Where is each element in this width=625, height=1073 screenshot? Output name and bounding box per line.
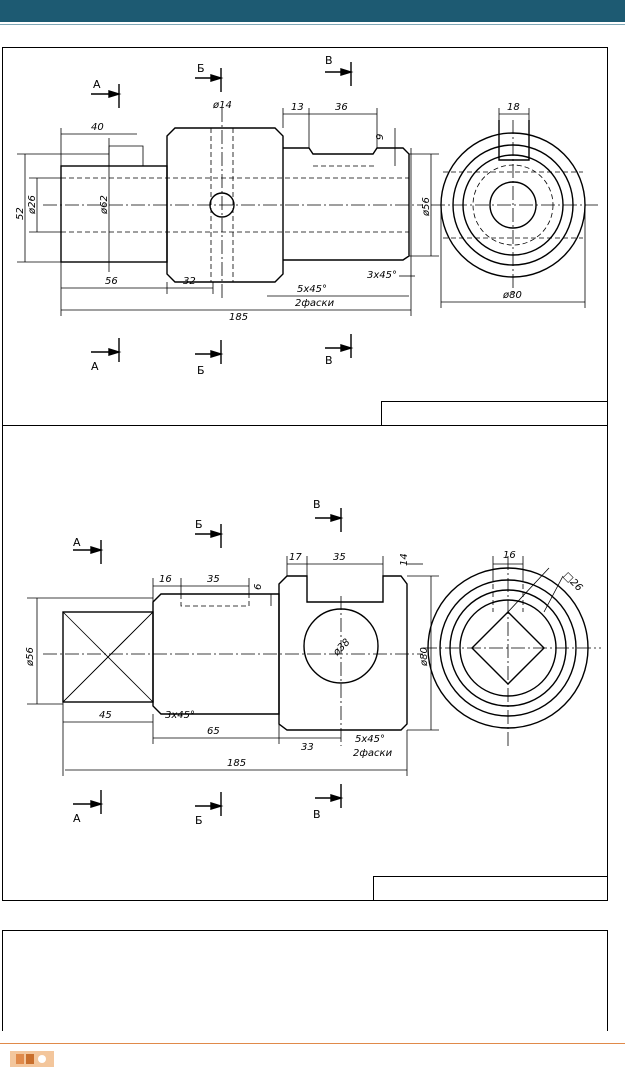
- dim2-chamfers: 2фаски: [353, 748, 393, 759]
- title-block-1: [381, 401, 608, 426]
- dim2-65: 65: [207, 726, 220, 737]
- dim2-35a: 35: [333, 552, 346, 563]
- dim2-17: 17: [289, 552, 302, 563]
- dim-d62: ø62: [99, 195, 110, 215]
- technical-drawing-1: А Б В А Б В ø14 13 36 40 18 9 52 ø26 ø62…: [15, 54, 598, 377]
- drawing-frame-1: А Б В А Б В ø14 13 36 40 18 9 52 ø26 ø62…: [2, 47, 608, 427]
- dim-18: 18: [507, 102, 520, 113]
- dim-d26: ø26: [27, 195, 38, 215]
- dim-5x45: 5x45°: [297, 284, 327, 295]
- title-block-2: [373, 876, 608, 901]
- dim2-16a: 16: [159, 574, 172, 585]
- dim2-45: 45: [99, 710, 112, 721]
- dim2-14: 14: [399, 553, 410, 566]
- section-label-b: Б: [197, 62, 205, 75]
- dim-13: 13: [291, 102, 304, 113]
- section2-label-v: В: [313, 498, 321, 511]
- dim2-d80: ø80: [419, 647, 430, 667]
- dim-56: 56: [105, 276, 118, 287]
- dim2-16b: 16: [503, 550, 516, 561]
- technical-drawing-2: А Б В А Б В 17 35 14 16 16 35 6 □26 ø56 …: [25, 498, 601, 827]
- dim-32: 32: [183, 276, 196, 287]
- dim-3x45: 3x45°: [367, 270, 397, 281]
- dim2-3x45: 3x45°: [165, 710, 195, 721]
- dim2-d56: ø56: [25, 647, 36, 667]
- dim-52: 52: [15, 207, 26, 220]
- book-logo-icon: [10, 1049, 54, 1069]
- footer-rule: [0, 1043, 625, 1044]
- dim-d80: ø80: [502, 290, 522, 301]
- dim-chamfers: 2фаски: [295, 298, 335, 309]
- dim2-35b: 35: [207, 574, 220, 585]
- section-label-a-bottom: А: [91, 360, 99, 373]
- section2-label-a: А: [73, 536, 81, 549]
- drawing-frame-3: [2, 930, 608, 1031]
- header-bar: [0, 0, 625, 22]
- section-label-b-bottom: Б: [197, 364, 205, 377]
- dim2-5x45: 5x45°: [355, 734, 385, 745]
- dim2-33: 33: [301, 742, 314, 753]
- dim2-185: 185: [227, 758, 246, 769]
- section2-label-a-bottom: А: [73, 812, 81, 825]
- section2-label-b: Б: [195, 518, 203, 531]
- drawing-frame-2: А Б В А Б В 17 35 14 16 16 35 6 □26 ø56 …: [2, 425, 608, 901]
- dim-d14: ø14: [212, 100, 232, 111]
- section-label-v-bottom: В: [325, 354, 333, 367]
- section2-label-v-bottom: В: [313, 808, 321, 821]
- header-rule: [0, 24, 625, 25]
- dim2-6: 6: [253, 584, 264, 590]
- dim2-d38: ø38: [331, 637, 353, 659]
- section2-label-b-bottom: Б: [195, 814, 203, 827]
- dim-9: 9: [375, 134, 386, 140]
- dim-40: 40: [91, 122, 104, 133]
- section-label-v: В: [325, 54, 333, 67]
- section-label-a: А: [93, 78, 101, 91]
- dim-185: 185: [229, 312, 248, 323]
- dim-d56: ø56: [421, 197, 432, 217]
- dim-36: 36: [335, 102, 348, 113]
